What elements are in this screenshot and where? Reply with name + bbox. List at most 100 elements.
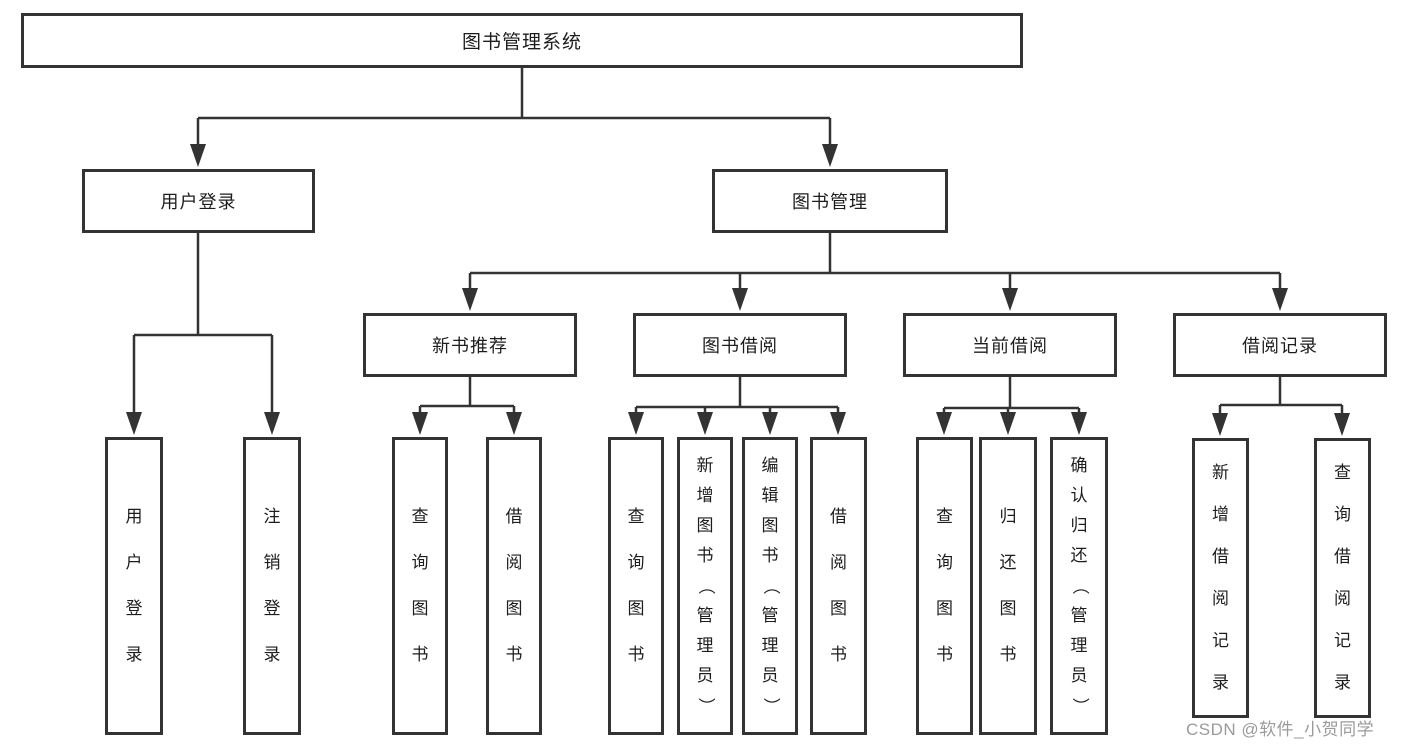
- vertical-char: （: [1070, 577, 1089, 595]
- vertical-char: 图: [696, 516, 714, 535]
- vertical-char: 理: [761, 636, 779, 655]
- leaf-label: 新增借阅记录: [1212, 452, 1229, 704]
- leaf-query-books-borrow: 查询图书: [608, 437, 664, 735]
- vertical-char: 登: [125, 599, 143, 618]
- vertical-char: 录: [1212, 673, 1229, 692]
- vertical-char: 编: [761, 456, 779, 475]
- vertical-char: 销: [263, 553, 281, 572]
- leaf-label: 用户登录: [126, 494, 143, 678]
- arrowhead-icon: [830, 412, 846, 435]
- arrowhead-icon: [936, 412, 952, 435]
- vertical-char: 记: [1334, 631, 1351, 650]
- leaf-label: 查询借阅记录: [1334, 452, 1351, 704]
- leaf-label: 注销登录: [264, 494, 281, 678]
- arrowhead-icon: [462, 288, 478, 311]
- arrowhead-icon: [732, 288, 748, 311]
- arrowhead-icon: [1071, 412, 1087, 435]
- node-current-borrow: 当前借阅: [903, 313, 1117, 377]
- arrowhead-icon: [822, 144, 838, 167]
- leaf-query-borrow-record: 查询借阅记录: [1314, 438, 1371, 718]
- arrowhead-icon: [762, 412, 778, 435]
- leaf-label: 查询图书: [936, 494, 953, 678]
- vertical-char: 阅: [830, 553, 847, 572]
- connector-book-management-to-level3: [468, 232, 1282, 292]
- vertical-char: 管: [1070, 606, 1088, 625]
- vertical-char: 还: [999, 553, 1017, 572]
- connector-root-to-level2: [196, 66, 832, 148]
- arrowhead-icon: [1212, 413, 1228, 436]
- vertical-char: 归: [999, 507, 1017, 526]
- vertical-char: 询: [411, 553, 429, 572]
- connector-borrow-record-to-leaves: [1218, 376, 1344, 417]
- leaf-label: 借阅图书: [830, 494, 847, 678]
- connector-user-login-to-leaves: [132, 232, 274, 416]
- arrowhead-icon: [1000, 412, 1016, 435]
- vertical-char: 图: [936, 599, 953, 618]
- arrowhead-icon: [412, 412, 428, 435]
- vertical-char: 查: [936, 507, 953, 526]
- vertical-char: 归: [1070, 516, 1088, 535]
- node-book-management: 图书管理: [712, 169, 948, 233]
- vertical-char: 录: [263, 645, 281, 664]
- vertical-char: 户: [125, 553, 143, 572]
- vertical-char: 理: [696, 636, 714, 655]
- vertical-char: 借: [830, 507, 847, 526]
- vertical-char: 书: [761, 546, 779, 565]
- arrowhead-icon: [1334, 413, 1350, 436]
- arrowhead-icon: [1002, 288, 1018, 311]
- arrowhead-icon: [190, 144, 206, 167]
- node-user-login: 用户登录: [82, 169, 315, 233]
- node-library-management-system: 图书管理系统: [21, 13, 1023, 68]
- leaf-label: 确认归还（管理员）: [1070, 451, 1089, 721]
- arrowhead-icon: [126, 412, 142, 435]
- vertical-char: 阅: [1212, 589, 1229, 608]
- vertical-char: 增: [696, 486, 714, 505]
- vertical-char: 借: [505, 507, 523, 526]
- leaf-label: 查询图书: [628, 494, 645, 678]
- arrowhead-icon: [1272, 288, 1288, 311]
- leaf-label: 归还图书: [1000, 494, 1017, 678]
- vertical-char: 员: [696, 666, 714, 685]
- leaf-logout: 注销登录: [243, 437, 301, 735]
- vertical-char: ）: [761, 697, 780, 715]
- vertical-char: 询: [627, 553, 645, 572]
- node-borrow-records: 借阅记录: [1173, 313, 1387, 377]
- leaf-query-books-recommend: 查询图书: [392, 437, 448, 735]
- vertical-char: 书: [999, 645, 1017, 664]
- vertical-char: （: [696, 577, 715, 595]
- vertical-char: 书: [830, 645, 847, 664]
- vertical-char: 录: [125, 645, 143, 664]
- vertical-char: 登: [263, 599, 281, 618]
- leaf-borrow-books-recommend: 借阅图书: [486, 437, 542, 735]
- vertical-char: 增: [1212, 505, 1229, 524]
- arrowhead-icon: [628, 412, 644, 435]
- leaf-add-borrow-record: 新增借阅记录: [1192, 438, 1249, 718]
- connector-new-book-to-leaves: [418, 376, 516, 416]
- leaf-confirm-return-admin: 确认归还（管理员）: [1050, 437, 1108, 735]
- vertical-char: 新: [1212, 463, 1229, 482]
- vertical-char: 记: [1212, 631, 1229, 650]
- leaf-edit-books-admin: 编辑图书（管理员）: [742, 437, 798, 735]
- connector-book-borrow-to-leaves: [634, 376, 840, 416]
- vertical-char: （: [761, 577, 780, 595]
- connector-current-borrow-to-leaves: [942, 376, 1081, 416]
- vertical-char: 书: [936, 645, 953, 664]
- vertical-char: 管: [696, 606, 714, 625]
- vertical-char: 书: [411, 645, 429, 664]
- vertical-char: 图: [761, 516, 779, 535]
- leaf-label: 查询图书: [412, 494, 429, 678]
- node-book-borrow: 图书借阅: [633, 313, 847, 377]
- arrowhead-icon: [697, 412, 713, 435]
- vertical-char: 图: [830, 599, 847, 618]
- vertical-char: ）: [1070, 697, 1089, 715]
- vertical-char: 员: [761, 666, 779, 685]
- arrowhead-icon: [264, 412, 280, 435]
- arrowhead-icon: [506, 412, 522, 435]
- vertical-char: 新: [696, 456, 714, 475]
- vertical-char: 查: [411, 507, 429, 526]
- csdn-watermark: CSDN @软件_小贺同学: [1186, 720, 1375, 739]
- vertical-char: 辑: [761, 486, 779, 505]
- vertical-char: 员: [1070, 666, 1088, 685]
- vertical-char: 录: [1334, 673, 1351, 692]
